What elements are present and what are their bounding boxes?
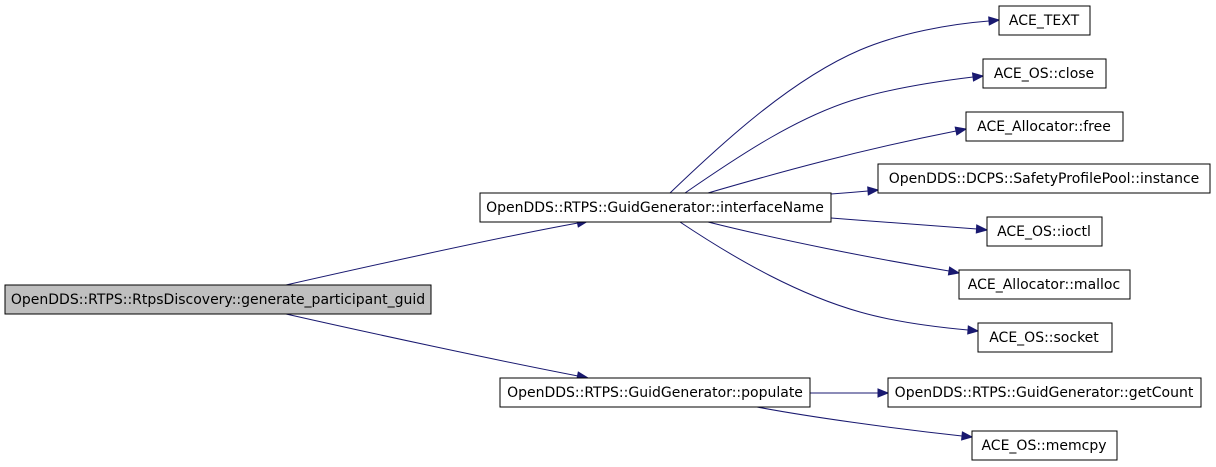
node-label: ACE_Allocator::malloc [968,277,1120,293]
edge-interfaceName-to-ace-text [669,16,1001,194]
node-generate-participant-guid[interactable]: OpenDDS::RTPS::RtpsDiscovery::generate_p… [4,284,432,315]
node-label: ACE_TEXT [1009,13,1080,29]
edge-root-to-interfaceName [285,218,590,286]
node-ace-os-close[interactable]: ACE_OS::close [982,58,1107,89]
edge-interfaceName-to-ace-os-socket [679,221,980,335]
node-safety-profile-pool-instance[interactable]: OpenDDS::DCPS::SafetyProfilePool::instan… [877,163,1211,194]
node-ace-text[interactable]: ACE_TEXT [998,5,1091,36]
node-label: ACE_OS::close [994,66,1094,82]
node-get-count[interactable]: OpenDDS::RTPS::GuidGenerator::getCount [887,377,1202,408]
node-label: OpenDDS::RTPS::GuidGenerator::getCount [895,385,1194,401]
node-ace-os-socket[interactable]: ACE_OS::socket [977,322,1113,353]
node-label: OpenDDS::RTPS::GuidGenerator::populate [507,385,803,401]
node-populate[interactable]: OpenDDS::RTPS::GuidGenerator::populate [499,377,811,408]
edge-interfaceName-to-ace-allocator-free [707,126,968,194]
node-ace-allocator-malloc[interactable]: ACE_Allocator::malloc [958,269,1131,300]
node-label: ACE_OS::socket [989,330,1099,346]
node-label: ACE_OS::memcpy [981,438,1106,454]
node-label: ACE_Allocator::free [977,119,1111,135]
edge-interfaceName-to-ace-allocator-malloc [707,221,961,276]
edge-root-to-populate [285,313,590,381]
edge-populate-to-get-count [810,388,890,398]
node-label: OpenDDS::RTPS::RtpsDiscovery::generate_p… [11,292,425,308]
edge-interfaceName-to-ace-os-ioctl [830,217,989,234]
node-label: OpenDDS::RTPS::GuidGenerator::interfaceN… [486,200,824,216]
edge-populate-to-ace-os-memcpy [756,406,974,441]
node-interface-name[interactable]: OpenDDS::RTPS::GuidGenerator::interfaceN… [479,192,832,223]
node-label: ACE_OS::ioctl [997,224,1091,240]
node-ace-os-memcpy[interactable]: ACE_OS::memcpy [971,430,1118,461]
node-label: OpenDDS::DCPS::SafetyProfilePool::instan… [889,171,1200,187]
edge-interfaceName-to-safety-profile-pool-instance [830,186,880,196]
node-ace-os-ioctl[interactable]: ACE_OS::ioctl [986,216,1103,247]
edge-interfaceName-to-ace-os-close [684,72,985,194]
node-ace-allocator-free[interactable]: ACE_Allocator::free [965,111,1124,142]
